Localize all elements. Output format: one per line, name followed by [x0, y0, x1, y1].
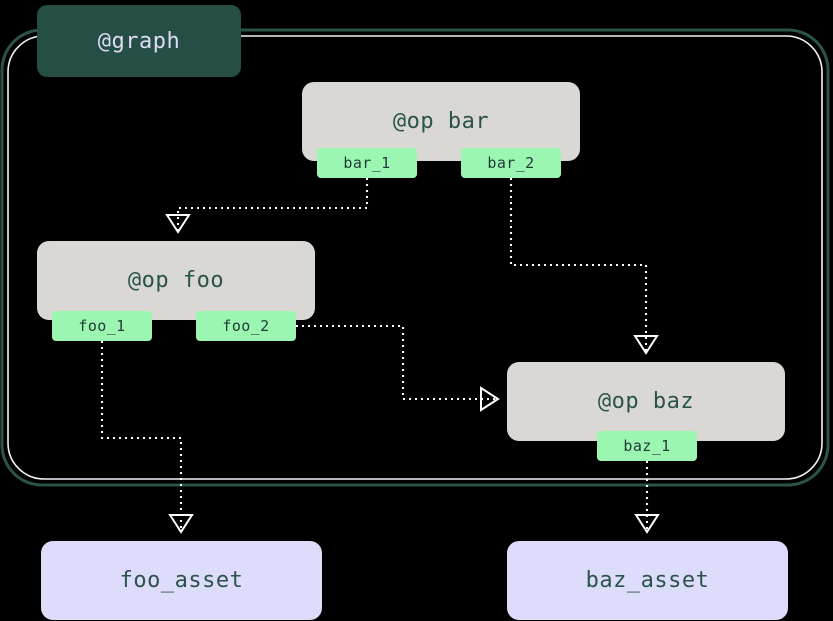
port-baz_1[interactable]: baz_1 — [597, 431, 697, 461]
graph-container-inner-border — [7, 35, 823, 480]
edge-paths — [100, 178, 649, 532]
edge-bar1-foo — [176, 178, 369, 232]
edge-foo1-fooasset-arrowhead — [168, 514, 194, 534]
port-foo_1[interactable]: foo_1 — [52, 311, 152, 341]
edge-bar2-baz — [509, 178, 648, 353]
edge-baz1-bazasset-arrowhead — [634, 514, 660, 534]
edge-bar1-foo-arrowhead — [165, 214, 191, 234]
graph-container — [0, 28, 830, 487]
port-foo_2[interactable]: foo_2 — [196, 311, 296, 341]
graph-label-badge: @graph — [37, 5, 241, 77]
edge-arrowheads — [165, 214, 660, 534]
op-node-op_bar[interactable]: @op bar — [302, 82, 580, 161]
asset-node-baz_asset[interactable]: baz_asset — [507, 541, 788, 620]
edge-foo1-fooasset — [100, 341, 183, 532]
port-bar_2[interactable]: bar_2 — [461, 148, 561, 178]
port-bar_1[interactable]: bar_1 — [317, 148, 417, 178]
asset-node-foo_asset[interactable]: foo_asset — [41, 541, 322, 620]
edge-bar2-baz-arrowhead — [633, 335, 659, 355]
op-node-op_baz[interactable]: @op baz — [507, 362, 785, 441]
graph-container-border — [0, 28, 830, 487]
edge-foo2-baz — [296, 324, 498, 401]
op-node-op_foo[interactable]: @op foo — [37, 241, 315, 320]
edge-foo2-baz-arrowhead — [480, 386, 500, 412]
